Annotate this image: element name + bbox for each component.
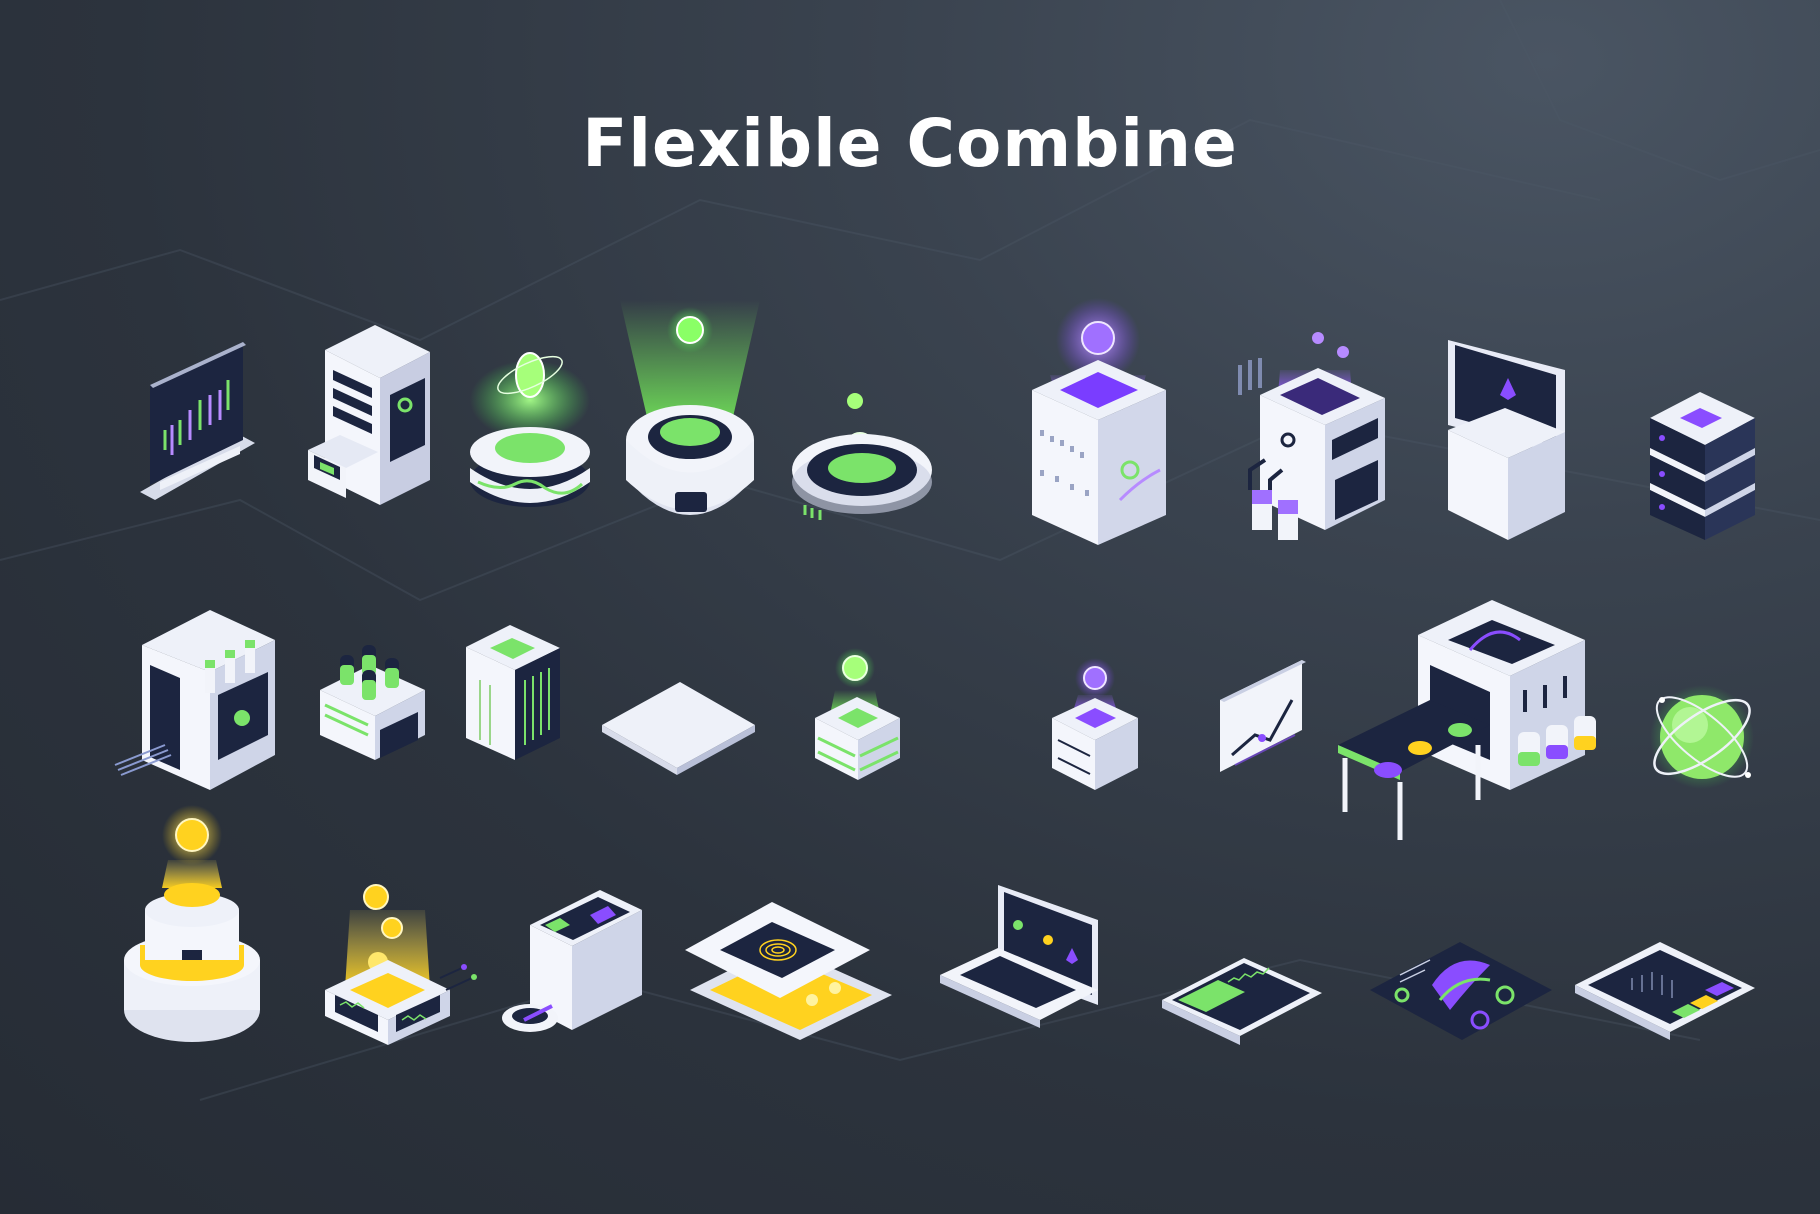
trading-tablet-icon	[1575, 942, 1755, 1040]
coin-teleport-pad-icon	[792, 393, 932, 520]
atom-hologram-platform-icon	[470, 352, 590, 507]
green-globe-orbit-icon	[1650, 685, 1754, 789]
coin-conveyor-factory-icon	[1338, 600, 1596, 840]
battery-cells-machine-icon	[320, 645, 425, 760]
mining-rig-icon	[114, 610, 275, 790]
crypto-laptop-icon	[940, 885, 1098, 1028]
server-stack-icon	[1650, 392, 1755, 540]
blank-platform-tile-icon	[602, 682, 755, 775]
photo-atm-terminal-icon	[502, 890, 642, 1032]
fingerprint-scanner-pad-icon	[685, 902, 892, 1040]
page-title: Flexible Combine	[582, 105, 1238, 182]
green-coin-beam-scanner-icon	[620, 300, 760, 515]
trading-chart-tablet-icon	[140, 342, 255, 500]
green-coin-pedestal-icon	[815, 648, 900, 780]
trading-smartphone-icon	[1162, 958, 1322, 1045]
green-server-tower-icon	[466, 625, 560, 760]
analytics-dashboard-panel-icon	[1370, 942, 1552, 1040]
ethereum-kiosk-icon	[1448, 340, 1565, 540]
growth-chart-panel-icon	[1220, 660, 1306, 772]
bitcoin-hologram-platform-icon	[325, 884, 477, 1045]
purple-coin-pedestal-icon	[1052, 658, 1138, 790]
server-tower-icon	[308, 325, 430, 505]
mining-machine-icon	[1238, 332, 1385, 540]
purple-hologram-data-cube-icon	[1032, 298, 1166, 545]
yellow-bitcoin-reactor-icon	[124, 805, 260, 1042]
